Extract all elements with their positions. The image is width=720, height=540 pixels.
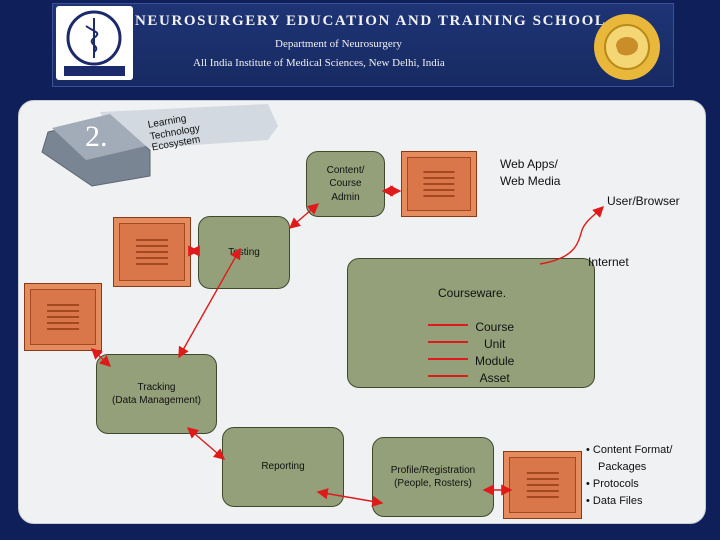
courseware-node: Courseware. Course Unit Module Asset	[347, 258, 595, 388]
header-title: NEUROSURGERY EDUCATION AND TRAINING SCHO…	[135, 13, 607, 29]
badge-number: 2.	[85, 120, 108, 153]
content-admin-line-3: Admin	[331, 191, 360, 203]
school-logo	[592, 12, 662, 82]
profile-registration-node: Profile/Registration (People, Rosters)	[372, 437, 494, 517]
tracking-node: Tracking (Data Management)	[96, 354, 217, 434]
user-browser-label: User/Browser	[607, 194, 680, 208]
content-admin-line-2: Course	[329, 178, 362, 190]
profile-line-1: Profile/Registration	[390, 464, 476, 476]
bullet-protocols: Protocols	[592, 478, 639, 490]
web-apps-label: Web Apps/ Web Media	[500, 156, 560, 190]
tracking-line-2: (Data Management)	[112, 395, 201, 406]
arrow-doc-tracking	[90, 348, 112, 367]
aiims-logo	[56, 6, 133, 80]
header-department: Department of Neurosurgery	[275, 38, 402, 50]
header-institute: All India Institute of Medical Sciences,…	[193, 57, 445, 69]
testing-label: Testing	[228, 246, 260, 258]
bullet-list: • Content Format/ Packages • Protocols •…	[586, 442, 672, 510]
courseware-title: Courseware.	[438, 286, 507, 300]
bullet-icon: •	[586, 478, 593, 490]
arrow-testing-admin	[288, 203, 320, 229]
bullet-icon: •	[586, 444, 593, 456]
arrow-tracking-reporting	[186, 427, 226, 460]
web-apps-line-2: Web Media	[500, 173, 561, 188]
courseware-item-asset: Asset	[479, 371, 510, 385]
bullet-content-format: Content Format/	[592, 444, 673, 456]
profile-document-icon	[503, 451, 582, 519]
tracking-line-1: Tracking	[137, 381, 176, 393]
arrow-testing-tracking	[178, 247, 241, 359]
courseware-item-course: Course	[475, 320, 515, 334]
profile-line-2: (People, Rosters)	[394, 478, 472, 489]
bullet-data-files: Data Files	[592, 495, 643, 507]
web-apps-line-1: Web Apps/	[500, 157, 558, 171]
web-media-document-icon	[401, 151, 477, 217]
testing-document-icon	[113, 217, 191, 287]
courseware-item-unit: Unit	[484, 337, 506, 351]
bullet-packages: Packages	[598, 461, 647, 473]
header-banner	[52, 3, 674, 87]
content-admin-line-1: Content/	[326, 164, 365, 176]
arrow-reporting-profile	[316, 488, 384, 507]
arrow-internet-browser	[539, 206, 604, 265]
bullet-icon: •	[586, 495, 593, 507]
reporting-label: Reporting	[261, 461, 305, 473]
internet-label: Internet	[588, 255, 629, 269]
tracking-document-icon	[24, 283, 102, 351]
courseware-item-module: Module	[475, 354, 515, 368]
